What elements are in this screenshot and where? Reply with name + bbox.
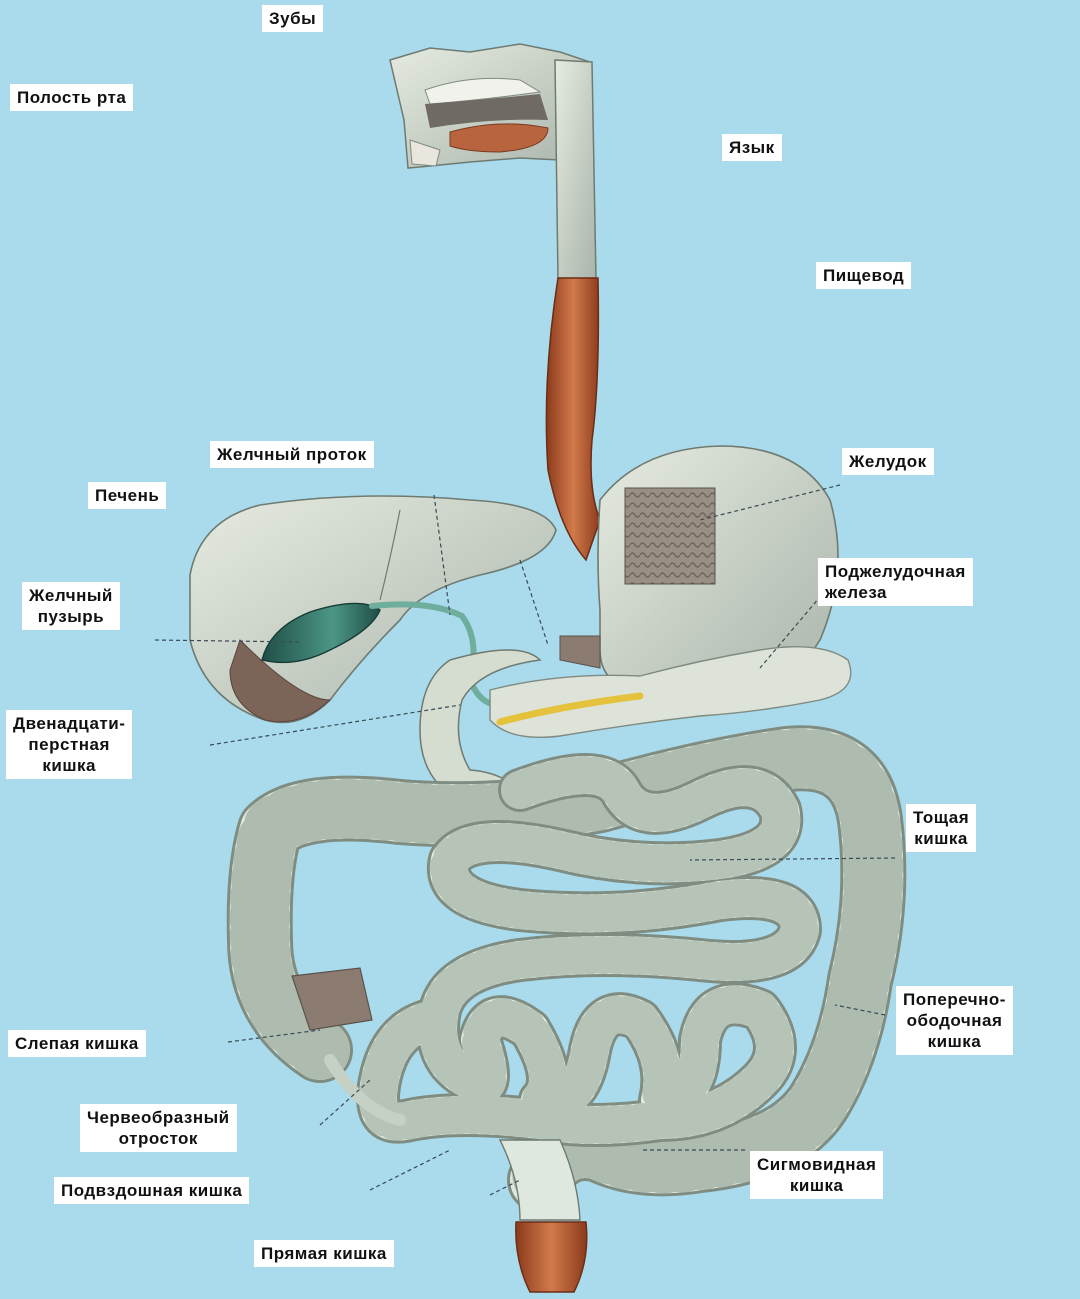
- label-transverse-colon: Поперечно- ободочная кишка: [896, 986, 1013, 1055]
- label-stomach: Желудок: [842, 448, 934, 475]
- label-bile-duct: Желчный проток: [210, 441, 374, 468]
- label-duodenum: Двенадцати- перстная кишка: [6, 710, 132, 779]
- label-jejunum: Тощая кишка: [906, 804, 976, 852]
- mouth-section: [390, 44, 596, 280]
- label-pancreas: Поджелудочная железа: [818, 558, 973, 606]
- label-cecum: Слепая кишка: [8, 1030, 146, 1057]
- label-esophagus: Пищевод: [816, 262, 911, 289]
- label-ileum: Подвздошная кишка: [54, 1177, 249, 1204]
- label-appendix: Червеобразный отросток: [80, 1104, 237, 1152]
- label-teeth: Зубы: [262, 5, 323, 32]
- label-gallbladder: Желчный пузырь: [22, 582, 120, 630]
- label-liver: Печень: [88, 482, 166, 509]
- label-sigmoid-colon: Сигмовидная кишка: [750, 1151, 883, 1199]
- label-oral-cavity: Полость рта: [10, 84, 133, 111]
- label-tongue: Язык: [722, 134, 782, 161]
- esophagus-shape: [546, 278, 600, 560]
- label-rectum: Прямая кишка: [254, 1240, 394, 1267]
